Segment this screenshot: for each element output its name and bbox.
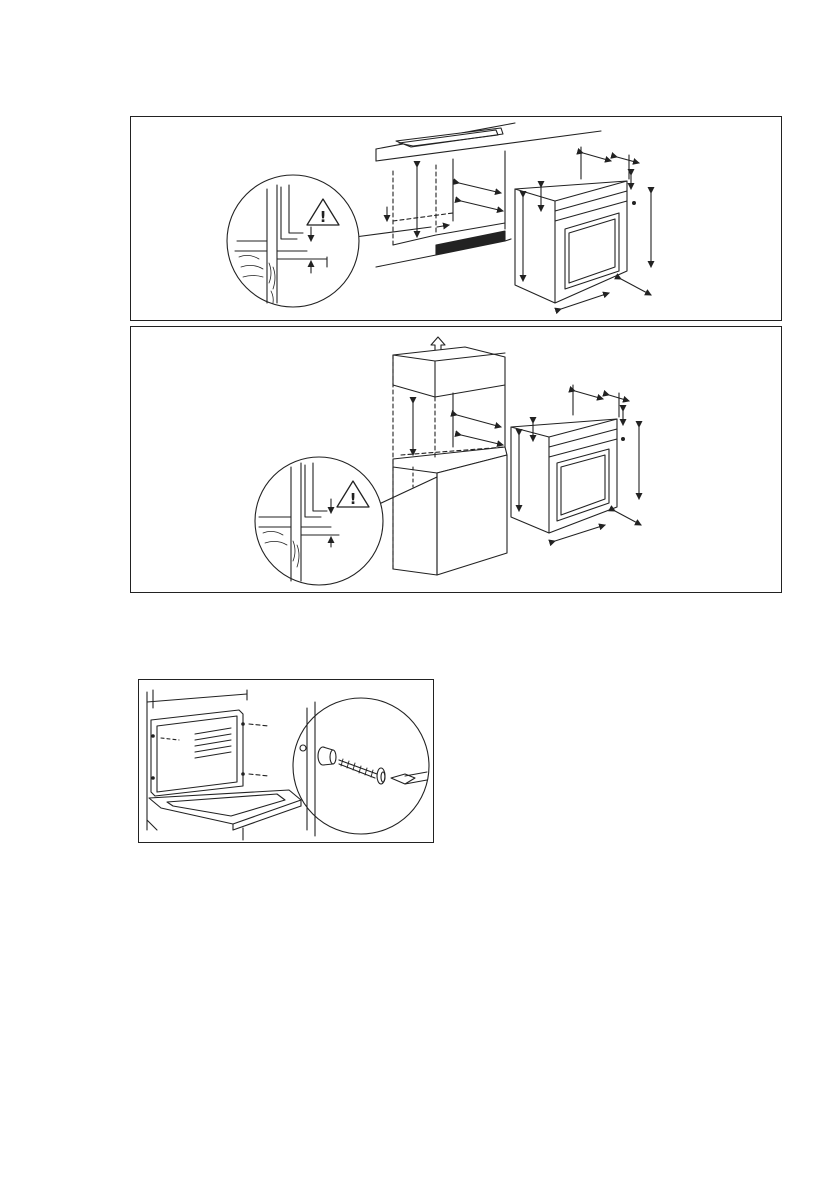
oven-door: [149, 790, 301, 840]
countertop: [376, 123, 601, 161]
oven-front: [151, 710, 269, 796]
tall-cabinet: [393, 347, 507, 575]
svg-text:!: !: [350, 490, 357, 508]
diagram-panel-screw-fixing: [138, 679, 434, 843]
oven-appliance: [515, 181, 636, 303]
svg-text:!: !: [320, 208, 327, 226]
oven-appliance: [511, 419, 625, 533]
vent-slot: [436, 231, 505, 255]
detail-circle: [255, 457, 383, 585]
cabinet-cavity: [376, 151, 511, 267]
diagram-panel-undercounter: !: [130, 116, 782, 321]
up-arrow-icon: [431, 337, 445, 351]
diagram-panel-column: !: [130, 326, 782, 593]
detail-leader: [377, 477, 437, 505]
detail-circle: [227, 175, 359, 307]
